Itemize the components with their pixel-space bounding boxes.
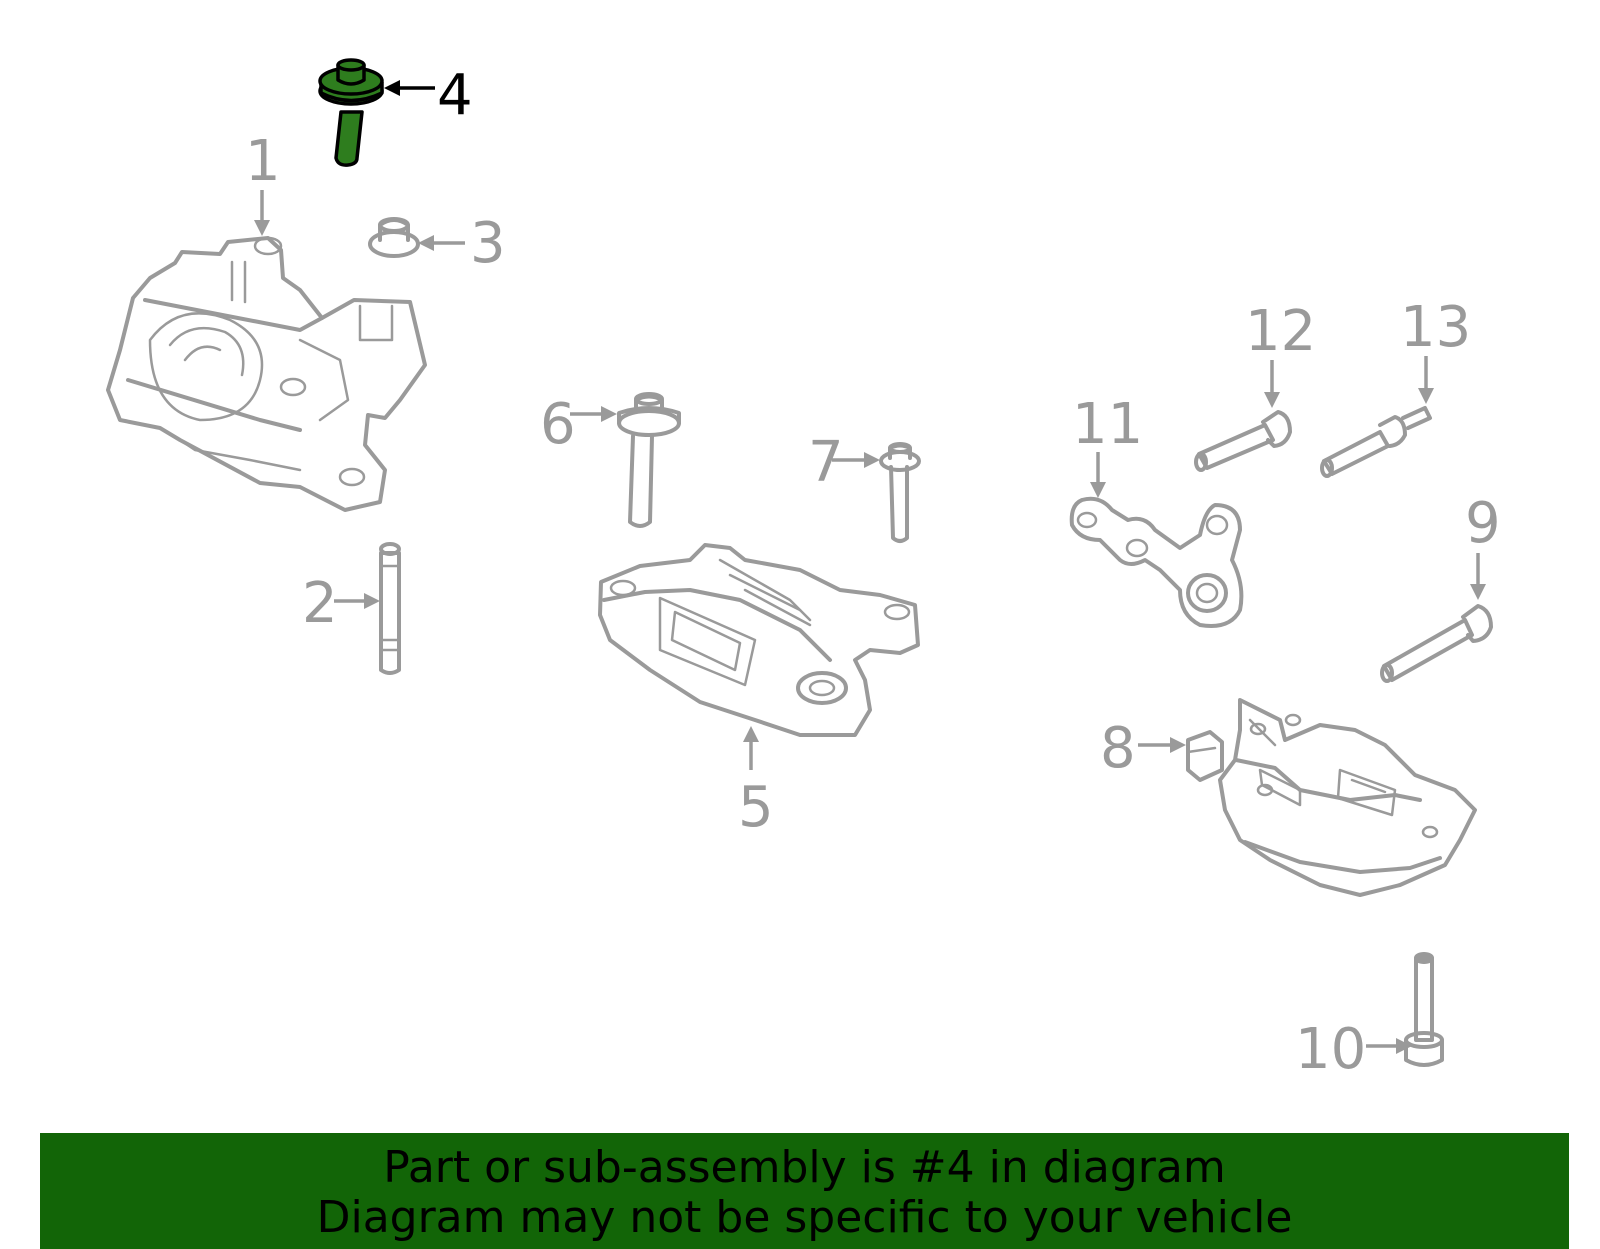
- part-12-bolt[interactable]: [1194, 410, 1292, 472]
- callout-7-label: 7: [808, 430, 844, 495]
- part-3-nut[interactable]: [368, 217, 420, 258]
- info-banner: Part or sub-assembly is #4 in diagram Di…: [40, 1133, 1569, 1249]
- callout-5-label: 5: [738, 775, 774, 840]
- part-2-stud[interactable]: [379, 542, 401, 675]
- callout-6-arrow: [570, 406, 617, 422]
- callout-2-label: 2: [302, 571, 338, 636]
- callout-4-label: 4: [437, 63, 473, 128]
- callout-5-arrow: [743, 726, 759, 770]
- part-13-stud[interactable]: [1320, 406, 1432, 478]
- callout-1-label: 1: [245, 129, 281, 194]
- callout-6-label: 6: [540, 392, 576, 457]
- part-5-transmission-mount[interactable]: [598, 543, 920, 737]
- part-11-torque-rod[interactable]: [1069, 496, 1244, 628]
- part-10-bolt[interactable]: [1404, 952, 1444, 1067]
- callout-11-label: 11: [1072, 392, 1143, 457]
- part-8-mount[interactable]: [1186, 698, 1477, 897]
- callout-4-arrow: [384, 80, 435, 96]
- part-1-engine-mount[interactable]: [106, 236, 427, 512]
- callout-9-arrow: [1470, 553, 1486, 600]
- banner-line-2: Diagram may not be specific to your vehi…: [316, 1192, 1293, 1243]
- callout-13-arrow: [1418, 356, 1434, 404]
- callout-7-arrow: [832, 452, 880, 468]
- callout-10-label: 10: [1295, 1017, 1366, 1082]
- callout-11-arrow: [1090, 452, 1106, 498]
- callout-12-arrow: [1264, 360, 1280, 408]
- callout-9-label: 9: [1465, 491, 1501, 556]
- callout-2-arrow: [334, 593, 380, 609]
- callout-8-arrow: [1138, 737, 1186, 753]
- callout-13-label: 13: [1400, 295, 1471, 360]
- callout-12-label: 12: [1245, 299, 1316, 364]
- banner-line-1: Part or sub-assembly is #4 in diagram: [383, 1142, 1226, 1193]
- callout-8-label: 8: [1100, 716, 1136, 781]
- part-4-bolt-highlighted[interactable]: [318, 58, 384, 167]
- callout-10-arrow: [1366, 1038, 1412, 1054]
- callout-3-label: 3: [470, 211, 506, 276]
- part-7-bolt[interactable]: [879, 442, 921, 543]
- callout-1-arrow: [254, 190, 270, 236]
- part-6-bolt[interactable]: [617, 392, 681, 528]
- part-9-bolt[interactable]: [1380, 604, 1493, 683]
- callout-3-arrow: [418, 235, 465, 251]
